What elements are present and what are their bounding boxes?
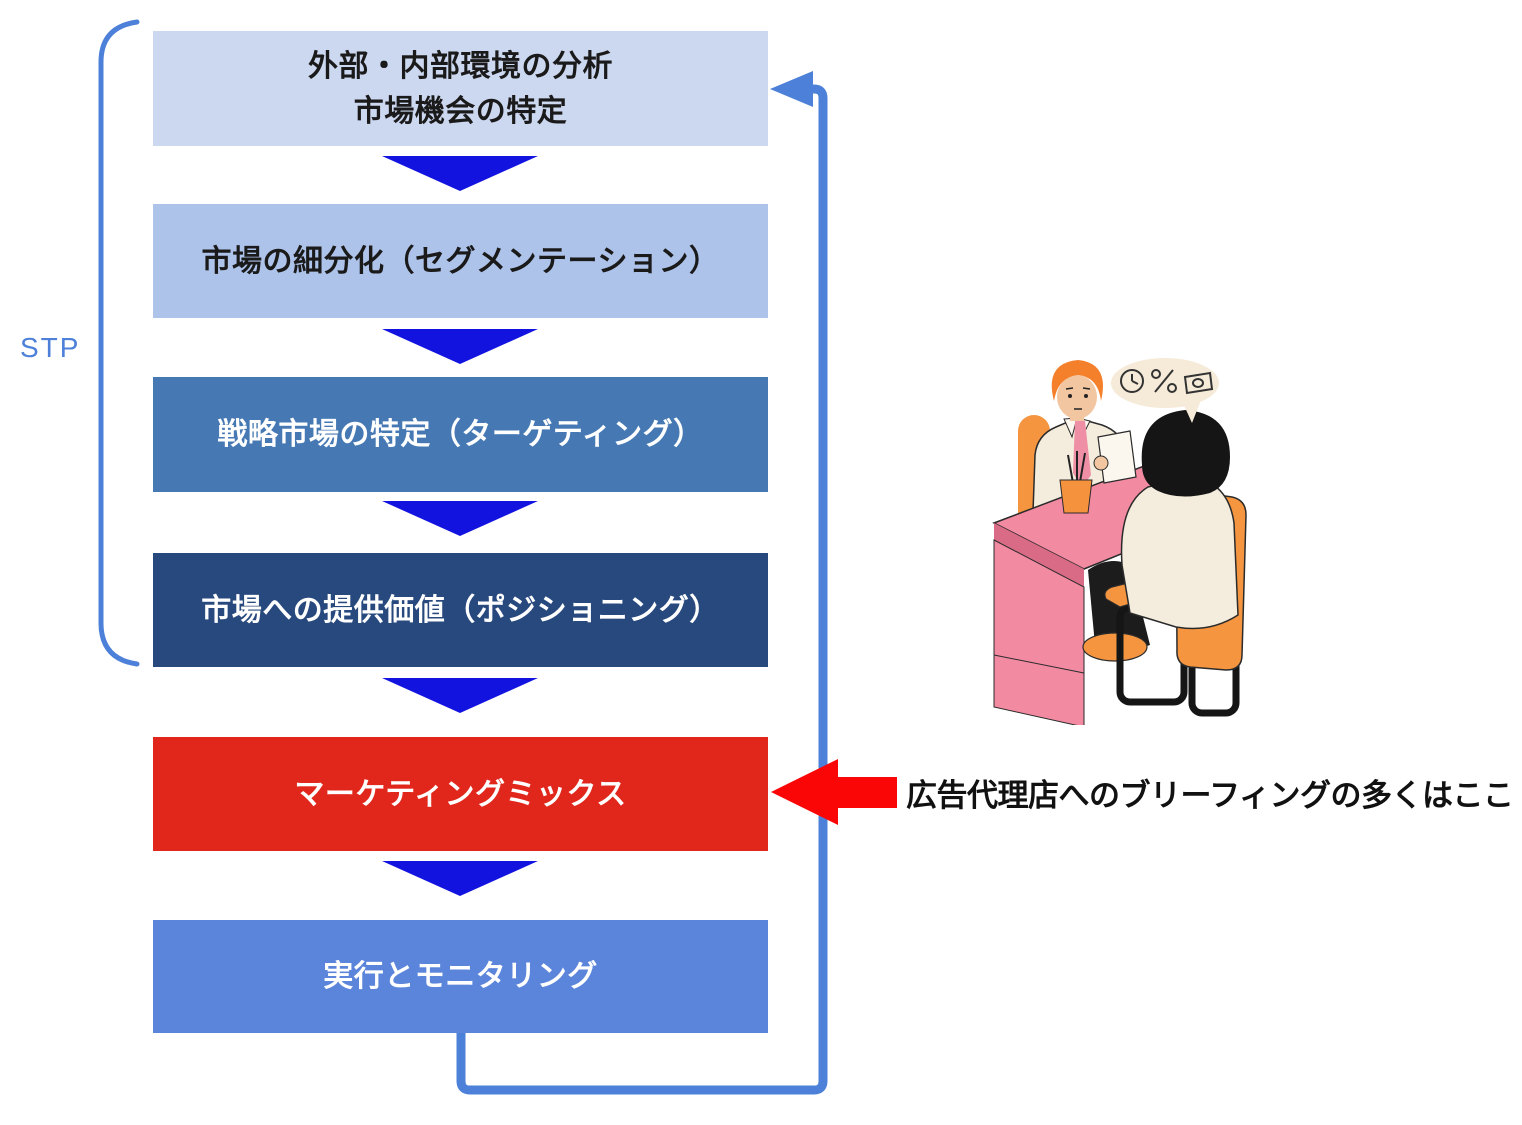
clock-icon — [1120, 369, 1144, 393]
person-b-body — [1120, 476, 1239, 630]
illustration-meeting — [992, 358, 1247, 725]
flow-arrow-down-2 — [382, 329, 538, 364]
person-a-face-lines — [1065, 387, 1091, 410]
person-a-eye-left — [1068, 394, 1072, 398]
flow-step-targeting: 戦略市場の特定（ターゲティング） — [153, 377, 768, 492]
speech-bubble-tail — [1183, 400, 1201, 423]
flow-step-marketing-mix-label: マーケティングミックス — [294, 777, 627, 811]
flow-arrow-down-3 — [382, 501, 538, 536]
flow-step-analysis: 外部・内部環境の分析 市場機会の特定 — [153, 31, 768, 146]
flow-step-analysis-line2: 市場機会の特定 — [353, 94, 568, 128]
desk-front-panel — [993, 539, 1085, 725]
flow-step-analysis-line1: 外部・内部環境の分析 — [308, 49, 613, 83]
percent-icon — [1151, 369, 1177, 393]
flow-step-positioning-label: 市場への提供価値（ポジショニング） — [201, 593, 720, 627]
stp-bracket — [98, 19, 140, 667]
flow-step-targeting-label: 戦略市場の特定（ターゲティング） — [217, 418, 704, 451]
feedback-loop-line — [456, 84, 828, 1095]
annotation-text: 広告代理店へのブリーフィングの多くはここ — [906, 778, 1514, 813]
desk-panel-seam — [993, 654, 1085, 674]
red-callout-arrow — [771, 759, 897, 825]
flow-arrow-down-4 — [382, 678, 538, 713]
person-b-shoe — [1082, 632, 1148, 662]
person-a-face — [1057, 375, 1097, 419]
speech-bubble — [1111, 358, 1219, 408]
pencil-cup — [1059, 479, 1093, 514]
person-a-eye-right — [1084, 394, 1088, 398]
person-a-hand — [1093, 455, 1109, 471]
flow-step-execution: 実行とモニタリング — [153, 920, 768, 1033]
pencils — [1067, 451, 1086, 484]
flow-step-positioning: 市場への提供価値（ポジショニング） — [153, 553, 768, 667]
flow-step-marketing-mix: マーケティングミックス — [153, 737, 768, 851]
person-a-hair — [1051, 360, 1103, 401]
flow-step-execution-label: 実行とモニタリング — [323, 960, 598, 993]
feedback-loop-arrowhead — [770, 71, 813, 107]
flow-step-segmentation: 市場の細分化（セグメンテーション） — [153, 204, 768, 318]
flow-arrow-down-1 — [382, 156, 538, 191]
desk-edge — [994, 523, 1084, 587]
stp-label: STP — [20, 332, 81, 363]
flow-step-segmentation-label: 市場の細分化（セグメンテーション） — [201, 244, 720, 278]
flow-arrow-down-5 — [382, 861, 538, 896]
mail-icon — [1183, 371, 1214, 395]
person-b-hair — [1141, 410, 1230, 497]
